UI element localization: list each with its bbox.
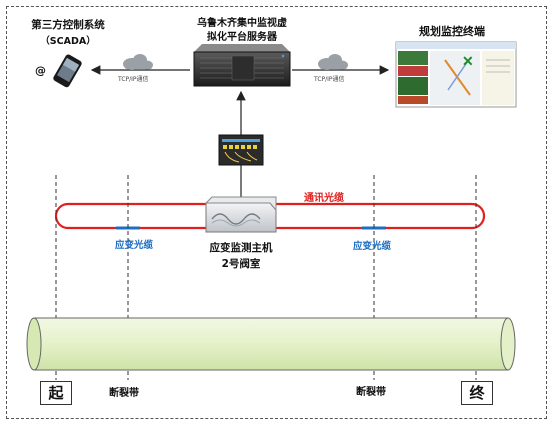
cloud-icon-left xyxy=(123,54,153,70)
pipeline xyxy=(26,317,516,371)
comm-cable-label: 通讯光缆 xyxy=(304,193,344,204)
switch-icon xyxy=(218,134,264,166)
terminal-title: 规划监控终端 xyxy=(419,25,485,38)
fault-zone-label-right: 断裂带 xyxy=(356,387,386,398)
host-label-line1: 应变监测主机 xyxy=(209,242,273,254)
outer-frame xyxy=(6,6,547,419)
scada-title: 第三方控制系统 xyxy=(31,19,105,31)
svg-text:✕: ✕ xyxy=(462,53,474,69)
protocol-label-right: TCP/IP通信 xyxy=(314,76,345,83)
server-title-line2: 拟化平台服务器 xyxy=(207,32,277,43)
host-label-line2: 2号阀室 xyxy=(221,258,261,270)
scada-subtitle: （SCADA） xyxy=(40,36,96,47)
fault-zone-label-left: 断裂带 xyxy=(109,388,139,399)
server-title-line1: 乌鲁木齐集中监视虚 xyxy=(197,18,287,29)
terminal-screen-icon: ✕ xyxy=(395,41,517,108)
server-icon xyxy=(193,44,291,87)
strain-cable-label-right: 应变光缆 xyxy=(352,241,392,252)
at-symbol: @ xyxy=(35,64,46,77)
protocol-label-left: TCP/IP通信 xyxy=(118,76,149,83)
phone-icon xyxy=(53,54,82,88)
strain-cable-label-left: 应变光缆 xyxy=(114,240,154,251)
pipeline-start-box: 起 xyxy=(40,381,72,405)
monitor-host-icon xyxy=(204,196,277,233)
cloud-icon-right xyxy=(318,54,348,70)
pipeline-end-box: 终 xyxy=(461,381,493,405)
